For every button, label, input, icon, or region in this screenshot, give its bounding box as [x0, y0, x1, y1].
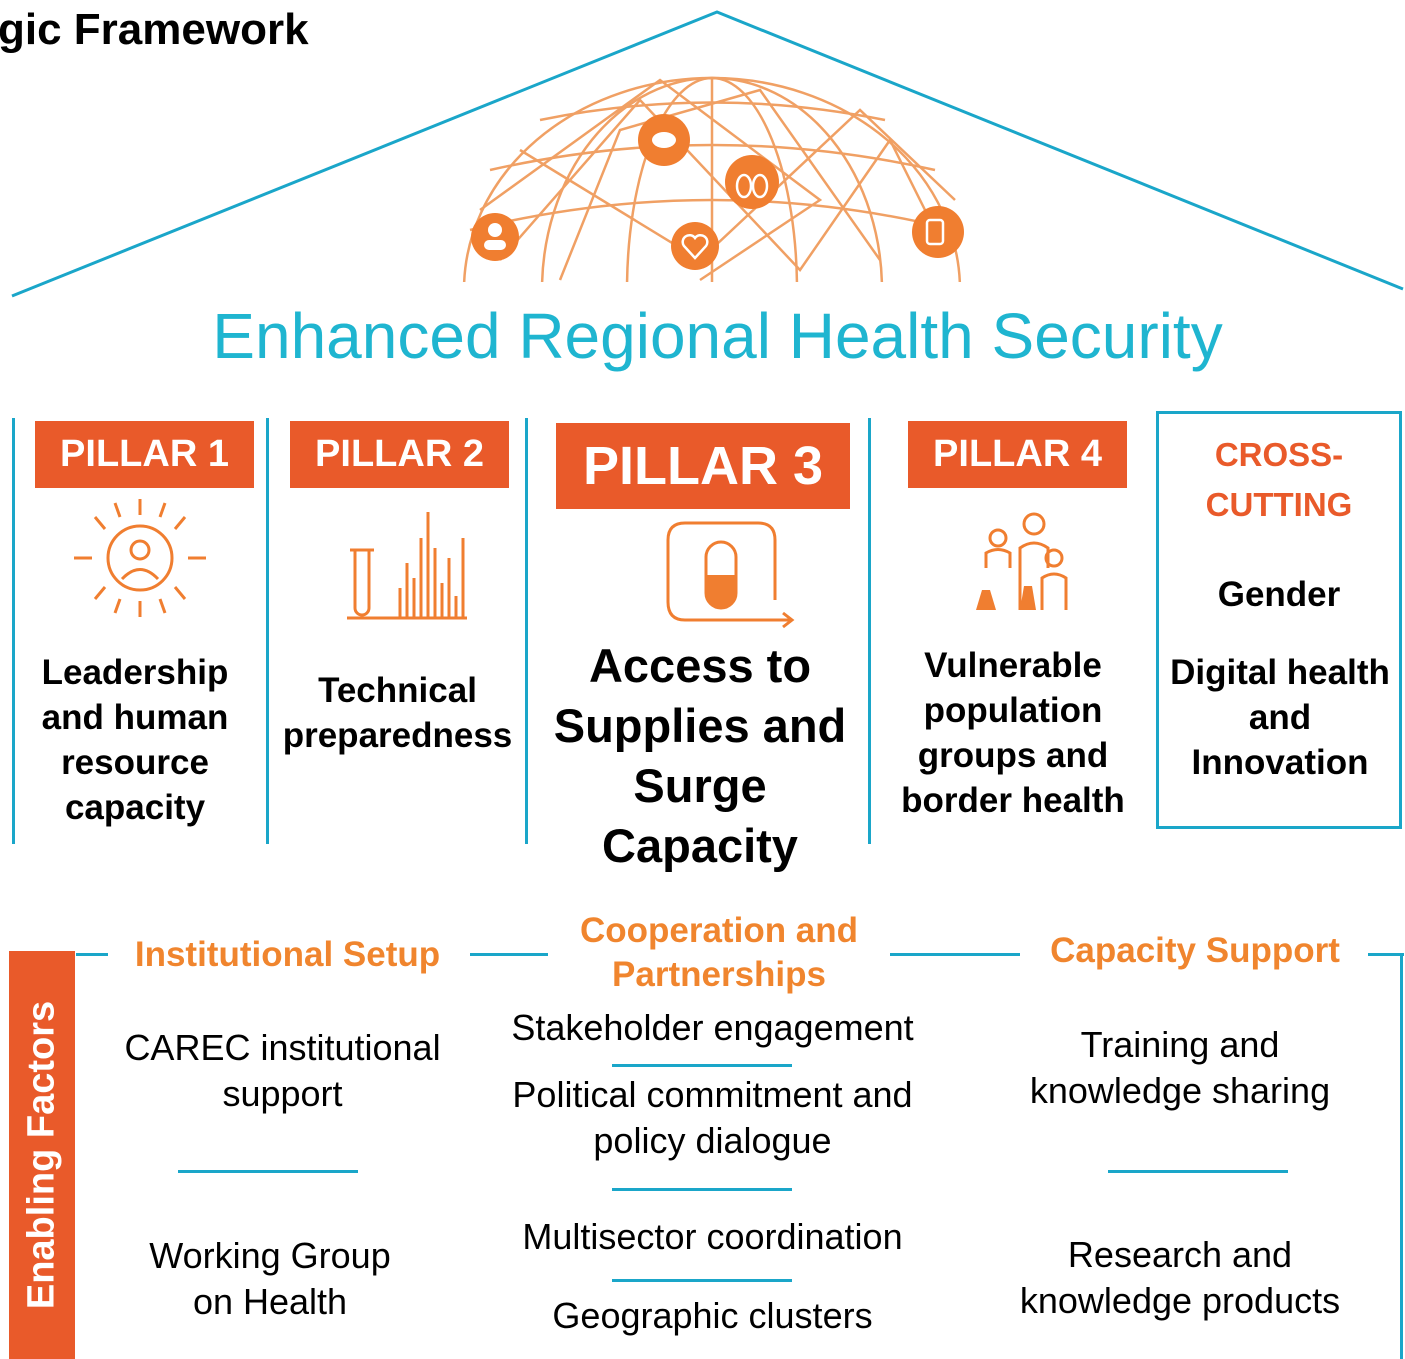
doctor-circle-icon	[471, 213, 519, 261]
frame-line	[470, 953, 548, 956]
frame-line	[890, 953, 1020, 956]
pillar-divider	[525, 418, 528, 844]
carec-institutional-support: CAREC institutional support	[124, 1027, 441, 1114]
frame-line	[76, 953, 108, 956]
cooperation-heading: Cooperation and Partnerships	[579, 911, 859, 994]
working-group-on-health: Working Group on Health	[149, 1235, 391, 1322]
person-sun-icon	[74, 499, 206, 617]
main-heading: Enhanced Regional Health Security	[212, 300, 1223, 372]
pillar-3-text: Access to Supplies and Surge Capacity	[553, 639, 847, 872]
cross-cutting-box	[1156, 411, 1402, 829]
geographic-clusters: Geographic clusters	[552, 1295, 873, 1336]
political-commitment: Political commitment and policy dialogue	[512, 1074, 913, 1161]
column-separator	[612, 1188, 792, 1191]
pillar-divider	[266, 418, 269, 844]
pill-capsule-icon	[666, 521, 795, 629]
stakeholder-engagement: Stakeholder engagement	[511, 1007, 914, 1048]
pillar-2-badge: PILLAR 2	[290, 421, 509, 488]
pillar-divider	[12, 418, 15, 844]
pillar-3-badge: PILLAR 3	[556, 423, 850, 509]
cross-cutting-digital-health: Digital health and Innovation	[1170, 653, 1390, 782]
column-separator	[612, 1064, 792, 1067]
column-separator	[1108, 1170, 1288, 1173]
cross-cutting-title: CROSS-CUTTING	[1205, 436, 1353, 523]
virus-circle-icon	[638, 114, 690, 166]
pillar-2-text: Technical preparedness	[282, 671, 513, 755]
pillar-divider	[868, 418, 871, 844]
capacity-support-heading: Capacity Support	[1050, 931, 1340, 970]
cross-cutting-gender: Gender	[1217, 575, 1341, 614]
roof-globe-graphic	[11, 10, 1404, 298]
pillar-1-badge: PILLAR 1	[35, 421, 254, 488]
globe-icon	[462, 76, 962, 282]
column-separator	[178, 1170, 358, 1173]
multisector-coordination: Multisector coordination	[522, 1216, 903, 1257]
lungs-circle-icon	[725, 155, 779, 209]
column-separator	[612, 1279, 792, 1282]
frame-line-right	[1400, 953, 1403, 1359]
heart-circle-icon	[671, 222, 719, 270]
pillar-1-text: Leadership and human resource capacity	[41, 653, 229, 827]
test-tube-chart-icon	[347, 512, 467, 620]
enabling-factors-tab	[9, 951, 75, 1359]
research-knowledge-products: Research and knowledge products	[1019, 1234, 1341, 1321]
phone-stethoscope-circle-icon	[912, 206, 964, 258]
population-group-icon	[976, 512, 1068, 610]
training-knowledge-sharing: Training and knowledge sharing	[1029, 1024, 1331, 1111]
frame-line	[1368, 953, 1404, 956]
institutional-setup-heading: Institutional Setup	[134, 935, 441, 974]
pillar-4-badge: PILLAR 4	[908, 421, 1127, 488]
framework-title: gic Framework	[0, 5, 309, 54]
enabling-factors-label: Enabling Factors	[20, 1000, 63, 1310]
pillar-4-text: Vulnerable population groups and border …	[901, 646, 1125, 820]
